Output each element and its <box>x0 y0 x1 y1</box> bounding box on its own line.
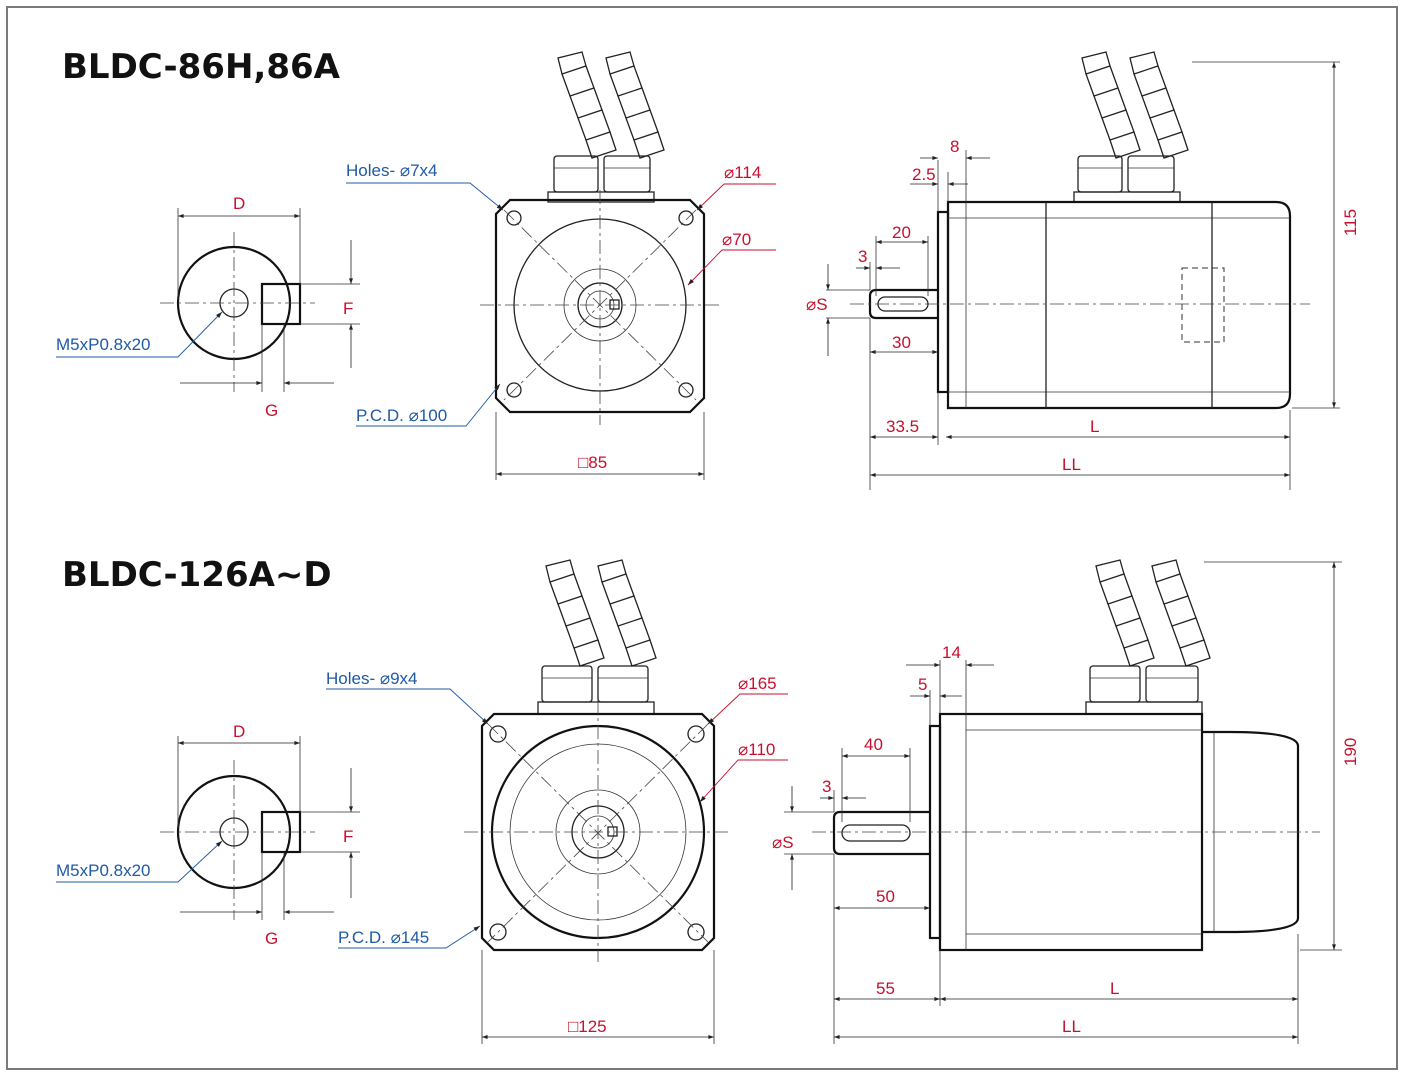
top-dim-D: D <box>233 194 245 213</box>
top-pilot-diameter: ⌀70 <box>722 230 751 249</box>
top-tap-label: M5xP0.8x20 <box>56 335 151 354</box>
top-dim-F: F <box>343 299 353 318</box>
top-dim-LL: LL <box>1062 455 1081 474</box>
top-dim-shaft-diameter: ⌀S <box>806 295 828 314</box>
top-dim-8: 8 <box>950 137 959 156</box>
bottom-dim-55: 55 <box>876 979 895 998</box>
bottom-dim-G: G <box>265 929 278 948</box>
bottom-shaft-end-view <box>56 736 360 920</box>
bottom-side-view <box>784 559 1342 1044</box>
drawing-frame <box>6 6 1398 1070</box>
top-front-view <box>346 51 776 480</box>
top-holes-label: Holes- ⌀7x4 <box>346 161 438 180</box>
bottom-front-view <box>326 559 788 1044</box>
top-square-size: □85 <box>578 453 607 472</box>
top-shaft-end-view <box>56 208 360 392</box>
bottom-pilot-diameter: ⌀110 <box>738 740 775 759</box>
top-dim-33-5: 33.5 <box>886 417 919 436</box>
top-dim-3: 3 <box>858 247 867 266</box>
bottom-dim-D: D <box>233 722 245 741</box>
bottom-pcd-label: P.C.D. ⌀145 <box>338 928 429 947</box>
bottom-dim-shaft-diameter: ⌀S <box>772 833 794 852</box>
bottom-dim-3: 3 <box>822 777 831 796</box>
bottom-dim-5: 5 <box>918 675 927 694</box>
bottom-dim-190: 190 <box>1341 738 1360 766</box>
bottom-dim-40: 40 <box>864 735 883 754</box>
top-dim-20: 20 <box>892 223 911 242</box>
top-dim-2-5: 2.5 <box>912 165 936 184</box>
top-dim-30: 30 <box>892 333 911 352</box>
bottom-dim-L: L <box>1110 979 1119 998</box>
top-dim-G: G <box>265 401 278 420</box>
bottom-dim-14: 14 <box>942 643 961 662</box>
bottom-holes-label: Holes- ⌀9x4 <box>326 669 418 688</box>
bottom-outer-diameter: ⌀165 <box>738 674 777 693</box>
top-dim-L: L <box>1090 417 1099 436</box>
top-outer-diameter: ⌀114 <box>724 163 761 182</box>
bottom-dim-F: F <box>343 827 353 846</box>
bottom-dim-50: 50 <box>876 887 895 906</box>
bottom-title: BLDC-126A~D <box>62 555 332 595</box>
bottom-tap-label: M5xP0.8x20 <box>56 861 151 880</box>
top-title: BLDC-86H,86A <box>62 47 341 87</box>
top-side-view <box>826 51 1340 490</box>
bottom-square-size: □125 <box>568 1017 607 1036</box>
top-pcd-label: P.C.D. ⌀100 <box>356 406 447 425</box>
bottom-dim-LL: LL <box>1062 1017 1081 1036</box>
top-dim-115: 115 <box>1341 209 1360 236</box>
